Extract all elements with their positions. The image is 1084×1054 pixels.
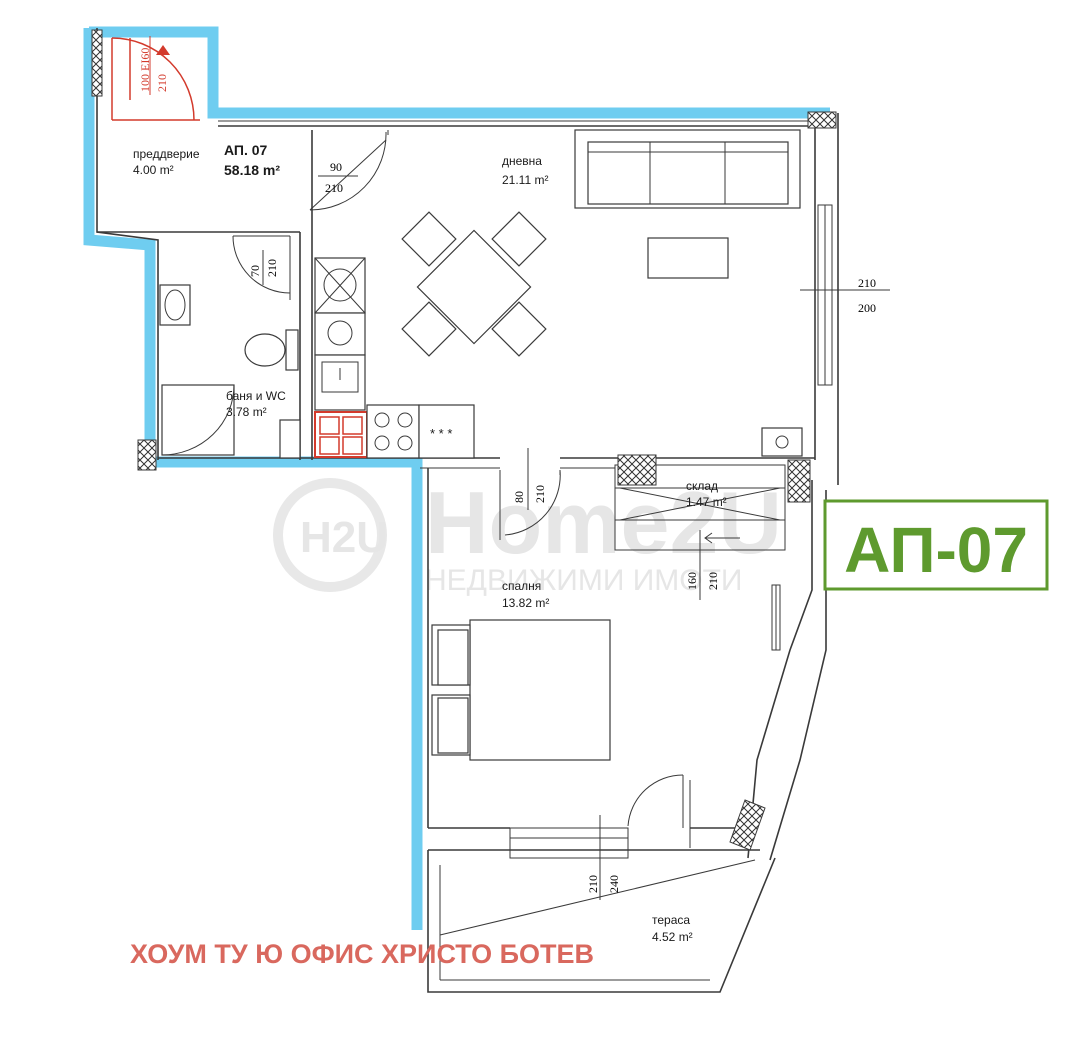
watermark: H2U Home2U НЕДВИЖИМИ ИМОТИ (273, 473, 782, 597)
hall-area: 4.00 m² (133, 163, 174, 177)
living-area: 21.11 m² (502, 173, 548, 187)
sofa (574, 129, 801, 209)
bath-door-width: 70 (248, 265, 262, 277)
entry-door-height: 210 (155, 74, 169, 92)
living-window-height: 200 (858, 301, 876, 315)
toilet (244, 329, 299, 371)
bathroom-fixtures (159, 284, 301, 459)
watermark-brand: Home2U (425, 473, 782, 572)
bedroom-window-width: 160 (685, 572, 699, 590)
living-name: дневна (502, 154, 542, 168)
bedroom-door (499, 469, 561, 540)
washbasin (159, 284, 191, 326)
bath-name: баня и WC (226, 389, 286, 403)
entry-door-rating: 100 EI60 (138, 48, 152, 92)
terrace-name: тераса (652, 913, 690, 927)
dimension-labels: 100 EI60 210 90 210 70 210 210 200 80 21… (138, 36, 876, 893)
hall-door-height: 210 (325, 181, 343, 195)
door-direction-arrow-icon (156, 45, 170, 55)
bedroom-door-width: 80 (512, 491, 526, 503)
bedroom-name: спалня (502, 579, 541, 593)
dining-set (401, 211, 547, 357)
bath-area: 3.78 m² (226, 405, 267, 419)
storage-door (704, 532, 740, 544)
storage-name: склад (686, 479, 718, 493)
storage-area: 1.47 m² (686, 495, 727, 509)
apartment-total-area: 58.18 m² (224, 162, 280, 178)
watermark-logo-ring (273, 478, 387, 592)
watermark-logo: H2U (300, 513, 388, 562)
bedroom-window-height: 210 (706, 572, 720, 590)
washing-machine (279, 419, 301, 459)
hatched-columns (91, 29, 837, 851)
bedroom-area: 13.82 m² (502, 596, 549, 610)
hob-marks: * * * (430, 426, 452, 441)
bedroom-door-height: 210 (533, 485, 547, 503)
apartment-badge: АП-07 (823, 499, 1049, 591)
office-caption: ХОУМ ТУ Ю ОФИС ХРИСТО БОТЕВ (130, 939, 594, 969)
hall-door (309, 130, 389, 211)
thermal-insulation (83, 26, 830, 930)
bath-door (232, 235, 291, 300)
living-window-width: 210 (858, 276, 876, 290)
terrace-door-height: 240 (607, 875, 621, 893)
bedroom-furniture (431, 619, 611, 761)
kitchen: * * * (314, 257, 475, 459)
terrace-area: 4.52 m² (652, 930, 693, 944)
hall-door-width: 90 (330, 160, 342, 174)
terrace-door (627, 774, 691, 848)
living-sink-unit (761, 427, 803, 457)
room-labels: преддверие 4.00 m² АП. 07 58.18 m² дневн… (133, 142, 727, 944)
bath-door-height: 210 (265, 259, 279, 277)
hall-name: преддверие (133, 147, 200, 161)
cooktop (366, 404, 420, 459)
bed (469, 619, 611, 761)
apartment-badge-text: АП-07 (844, 514, 1028, 586)
apartment-number: АП. 07 (224, 142, 268, 158)
shower (161, 384, 235, 456)
living-furniture (401, 129, 803, 457)
entry-door (111, 37, 200, 121)
doors (111, 37, 740, 848)
windows (599, 204, 890, 900)
terrace-door-width: 210 (586, 875, 600, 893)
watermark-tagline: НЕДВИЖИМИ ИМОТИ (425, 564, 743, 597)
coffee-table (647, 237, 729, 279)
